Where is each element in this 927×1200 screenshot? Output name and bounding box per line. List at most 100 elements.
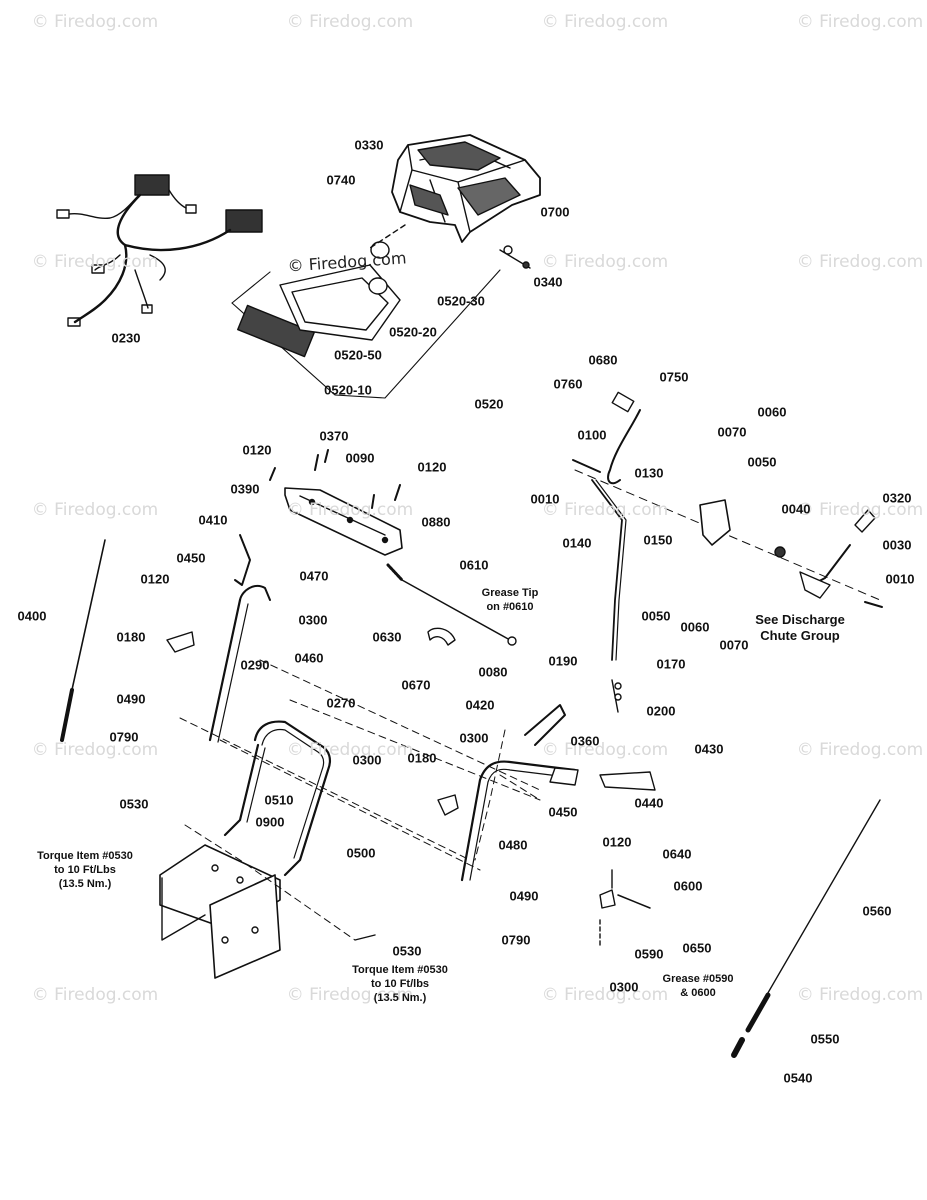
watermark: © Firedog.com <box>31 740 159 760</box>
gasket-kit <box>231 224 501 399</box>
part-label: 0120 <box>140 571 170 587</box>
part-label: 0420 <box>465 697 495 713</box>
part-label: 0180 <box>116 629 146 645</box>
part-label: 0490 <box>116 691 146 707</box>
note-torque-bottom: Torque Item #0530 to 10 Ft/lbs (13.5 Nm.… <box>352 964 448 1004</box>
watermark: © Firedog.com <box>286 740 414 760</box>
watermark: © Firedog.com <box>796 12 924 32</box>
part-label: 0530 <box>119 796 149 812</box>
watermark: © Firedog.com <box>31 500 159 520</box>
part-label: 0390 <box>230 481 260 497</box>
watermark: © Firedog.com <box>541 12 669 32</box>
part-label: 0070 <box>717 424 747 440</box>
watermark: © Firedog.com <box>286 500 414 520</box>
part-label: 0150 <box>643 532 673 548</box>
part-label: 0060 <box>757 404 787 420</box>
part-label: 0330 <box>354 137 384 153</box>
part-label: 0100 <box>577 427 607 443</box>
part-label: 0120 <box>417 459 447 475</box>
part-label: 0540 <box>783 1070 813 1086</box>
watermark: © Firedog.com <box>31 252 159 272</box>
part-label: 0300 <box>298 612 328 628</box>
part-label: 0640 <box>662 846 692 862</box>
part-label: 0300 <box>609 979 639 995</box>
watermark: © Firedog.com <box>796 252 924 272</box>
lower-handle-left <box>159 720 376 979</box>
part-label: 0740 <box>326 172 356 188</box>
part-label: 0520-20 <box>389 324 437 340</box>
part-label: 0410 <box>198 512 228 528</box>
part-label: 0680 <box>588 352 618 368</box>
part-label: 0500 <box>346 845 376 861</box>
part-label: 0900 <box>255 814 285 830</box>
note-torque-left: Torque Item #0530 to 10 Ft/Lbs (13.5 Nm.… <box>37 850 133 890</box>
part-label: 0050 <box>641 608 671 624</box>
part-label: 0200 <box>646 703 676 719</box>
part-label: 0550 <box>810 1031 840 1047</box>
part-label: 0190 <box>548 653 578 669</box>
part-label: 0880 <box>421 514 451 530</box>
part-label: 0090 <box>345 450 375 466</box>
part-label: 0520-10 <box>324 382 372 398</box>
part-label: 0040 <box>781 501 811 517</box>
watermark: © Firedog.com <box>796 740 924 760</box>
part-label: 0120 <box>602 834 632 850</box>
part-label: 0700 <box>540 204 570 220</box>
watermark: © Firedog.com <box>286 12 414 32</box>
part-label: 0370 <box>319 428 349 444</box>
part-label: 0060 <box>680 619 710 635</box>
part-label: 0630 <box>372 629 402 645</box>
dash-bracket <box>269 449 403 556</box>
part-label: 0760 <box>553 376 583 392</box>
part-label: 0790 <box>109 729 139 745</box>
part-label: 0670 <box>401 677 431 693</box>
watermark: © Firedog.com <box>541 500 669 520</box>
part-label: 0030 <box>882 537 912 553</box>
part-label: 0320 <box>882 490 912 506</box>
upper-handle-right <box>437 704 656 882</box>
part-label: 0170 <box>656 656 686 672</box>
note-grease-0590: Grease #0590 & 0600 <box>662 973 734 999</box>
part-label: 0440 <box>634 795 664 811</box>
dash-cover <box>391 134 541 243</box>
part-label: 0600 <box>673 878 703 894</box>
watermark: © Firedog.com <box>796 500 924 520</box>
part-label: 0140 <box>562 535 592 551</box>
part-label: 0300 <box>352 752 382 768</box>
note-grease-tip: Grease Tip on #0610 <box>481 587 539 613</box>
watermark: © Firedog.com <box>541 740 669 760</box>
note-discharge-chute: See Discharge Chute Group <box>755 612 845 644</box>
part-label: 0510 <box>264 792 294 808</box>
watermark: © Firedog.com <box>541 985 669 1005</box>
part-label: 0460 <box>294 650 324 666</box>
part-label: 0480 <box>498 837 528 853</box>
chute-control <box>572 391 641 713</box>
part-label: 0070 <box>719 637 749 653</box>
part-label: 0080 <box>478 664 508 680</box>
part-label: 0520-30 <box>437 293 485 309</box>
part-label: 0490 <box>509 888 539 904</box>
part-label: 0590 <box>634 946 664 962</box>
part-label: 0300 <box>459 730 489 746</box>
part-label: 0180 <box>407 750 437 766</box>
part-label: 0130 <box>634 465 664 481</box>
part-label: 0650 <box>682 940 712 956</box>
part-label: 0470 <box>299 568 329 584</box>
part-label: 0360 <box>570 733 600 749</box>
part-label: 0340 <box>533 274 563 290</box>
watermark: © Firedog.com <box>31 985 159 1005</box>
part-label: 0290 <box>240 657 270 673</box>
watermark: © Firedog.com <box>31 12 159 32</box>
watermark: © Firedog.com <box>541 252 669 272</box>
watermark: © Firedog.com <box>796 985 924 1005</box>
part-label: 0530 <box>392 943 422 959</box>
part-label: 0450 <box>548 804 578 820</box>
part-label: 0050 <box>747 454 777 470</box>
part-label: 0430 <box>694 741 724 757</box>
part-label: 0010 <box>530 491 560 507</box>
part-label: 0610 <box>459 557 489 573</box>
part-label: 0120 <box>242 442 272 458</box>
part-label: 0560 <box>862 903 892 919</box>
